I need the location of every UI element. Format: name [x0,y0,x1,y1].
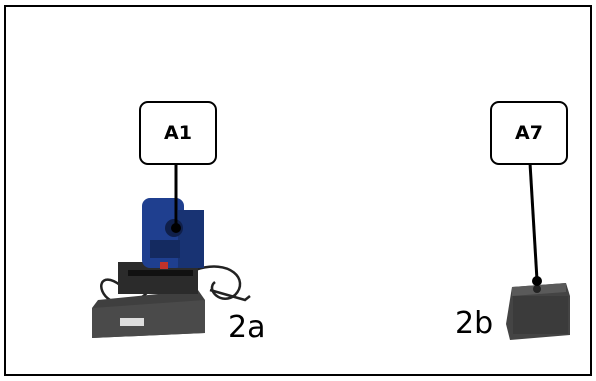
figure-label-2b: 2b [455,306,494,341]
leader-dot-a7 [532,276,542,286]
leader-dot-a1 [171,223,181,233]
control-box-icon [506,283,570,340]
leader-line-a7 [528,162,539,281]
callout-a7: A7 [490,101,568,165]
figure-label-2a: 2a [228,310,266,345]
hydraulic-pump-unit-icon [92,198,251,338]
callout-a1: A1 [139,101,217,165]
